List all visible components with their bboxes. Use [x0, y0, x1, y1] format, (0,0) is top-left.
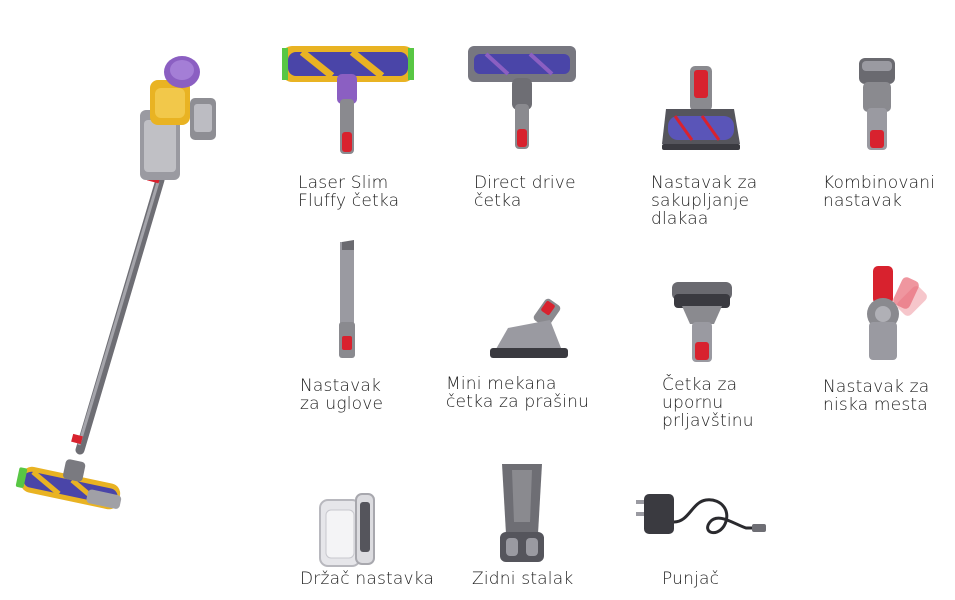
accessory-charger	[634, 492, 769, 547]
label-dock: Zidni stalak	[472, 569, 574, 589]
label-hair: Nastavak za sakupljanje dlakaa	[651, 173, 758, 229]
accessory-lowreach	[855, 264, 940, 364]
accessory-clip	[316, 490, 378, 570]
accessory-crevice	[336, 240, 358, 360]
low-reach-adaptor-icon	[867, 266, 927, 360]
charger-icon	[636, 494, 766, 535]
accessory-mini	[488, 298, 573, 363]
accessory-direct	[468, 44, 578, 154]
laser-slim-fluffy-brush-icon	[282, 46, 414, 154]
label-mini: Mini mekana četka za prašinu	[446, 374, 590, 412]
direct-drive-brush-icon	[468, 46, 576, 149]
accessory-combo	[855, 58, 900, 153]
label-crevice: Nastavak za uglove	[300, 376, 384, 414]
accessory-laser	[282, 44, 417, 164]
hair-screw-tool-icon	[662, 66, 740, 150]
vacuum-cleaner-image	[15, 56, 216, 510]
accessory-clip-icon	[319, 493, 375, 567]
accessory-hair	[660, 64, 745, 154]
mini-soft-dusting-brush-icon	[490, 298, 568, 358]
label-combo: Kombinovani nastavak	[823, 173, 936, 211]
combination-tool-icon	[859, 58, 895, 150]
wall-dock-icon	[500, 464, 544, 562]
accessory-dock	[498, 462, 546, 564]
label-clip: Držač nastavka	[300, 569, 435, 589]
label-stubborn: Četka za upornu prljavštinu	[662, 375, 754, 431]
stubborn-dirt-brush-icon	[672, 282, 732, 362]
label-laser: Laser Slim Fluffy četka	[298, 173, 400, 211]
label-charger: Punjač	[662, 569, 720, 589]
crevice-tool-icon	[339, 240, 355, 358]
label-direct: Direct drive četka	[474, 173, 576, 211]
accessory-stubborn	[670, 280, 735, 365]
label-lowreach: Nastavak za niska mesta	[823, 377, 930, 415]
